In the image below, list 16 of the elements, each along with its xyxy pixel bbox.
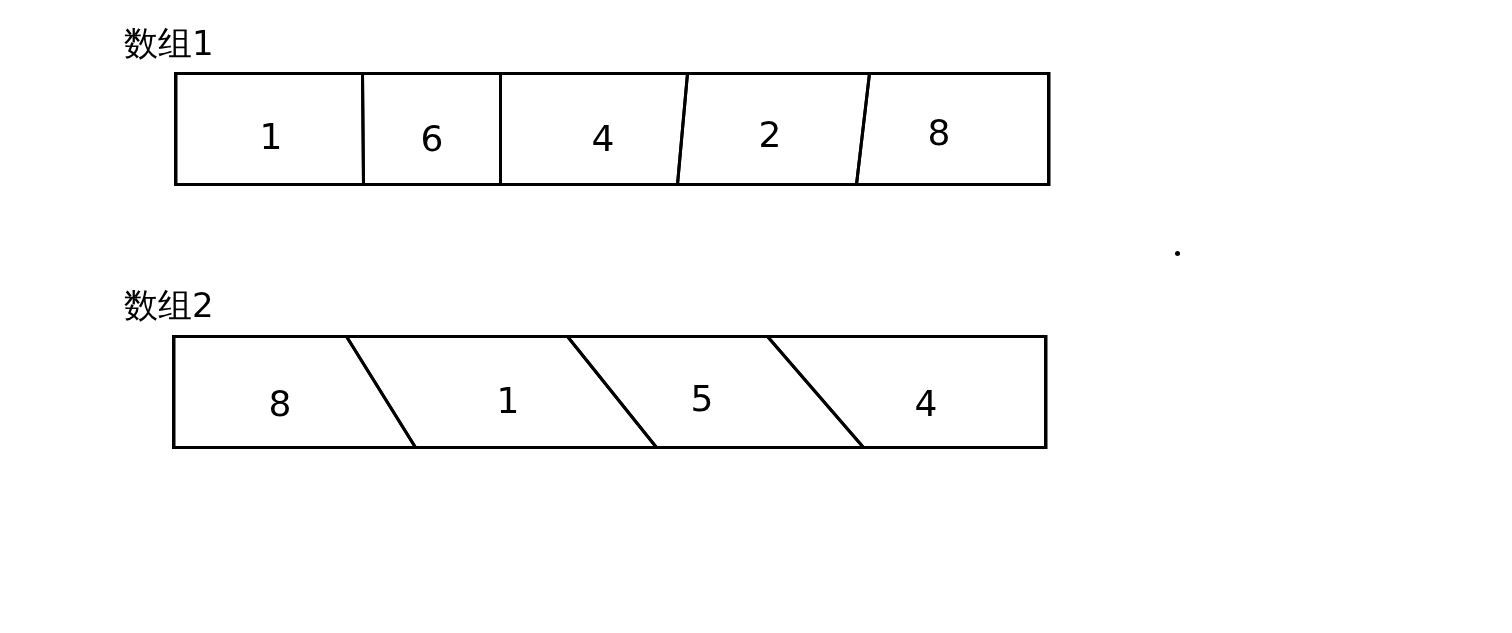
array-label: 数组1 <box>124 23 214 63</box>
cell-value: 4 <box>914 384 938 424</box>
array-cell <box>344 335 658 449</box>
cell-value: 5 <box>690 379 714 419</box>
cell-value: 1 <box>496 381 520 421</box>
array-label: 数组2 <box>124 285 214 325</box>
cell-value: 1 <box>259 117 283 157</box>
cell-value: 6 <box>420 119 444 159</box>
cell-value: 4 <box>591 119 615 159</box>
cell-value: 8 <box>927 113 951 153</box>
array-cell <box>565 335 865 449</box>
array-cell <box>854 72 1052 186</box>
cell-value: 8 <box>268 384 292 424</box>
cell-value: 2 <box>758 115 782 155</box>
array-cell <box>675 72 871 186</box>
array-cell <box>765 335 1049 449</box>
